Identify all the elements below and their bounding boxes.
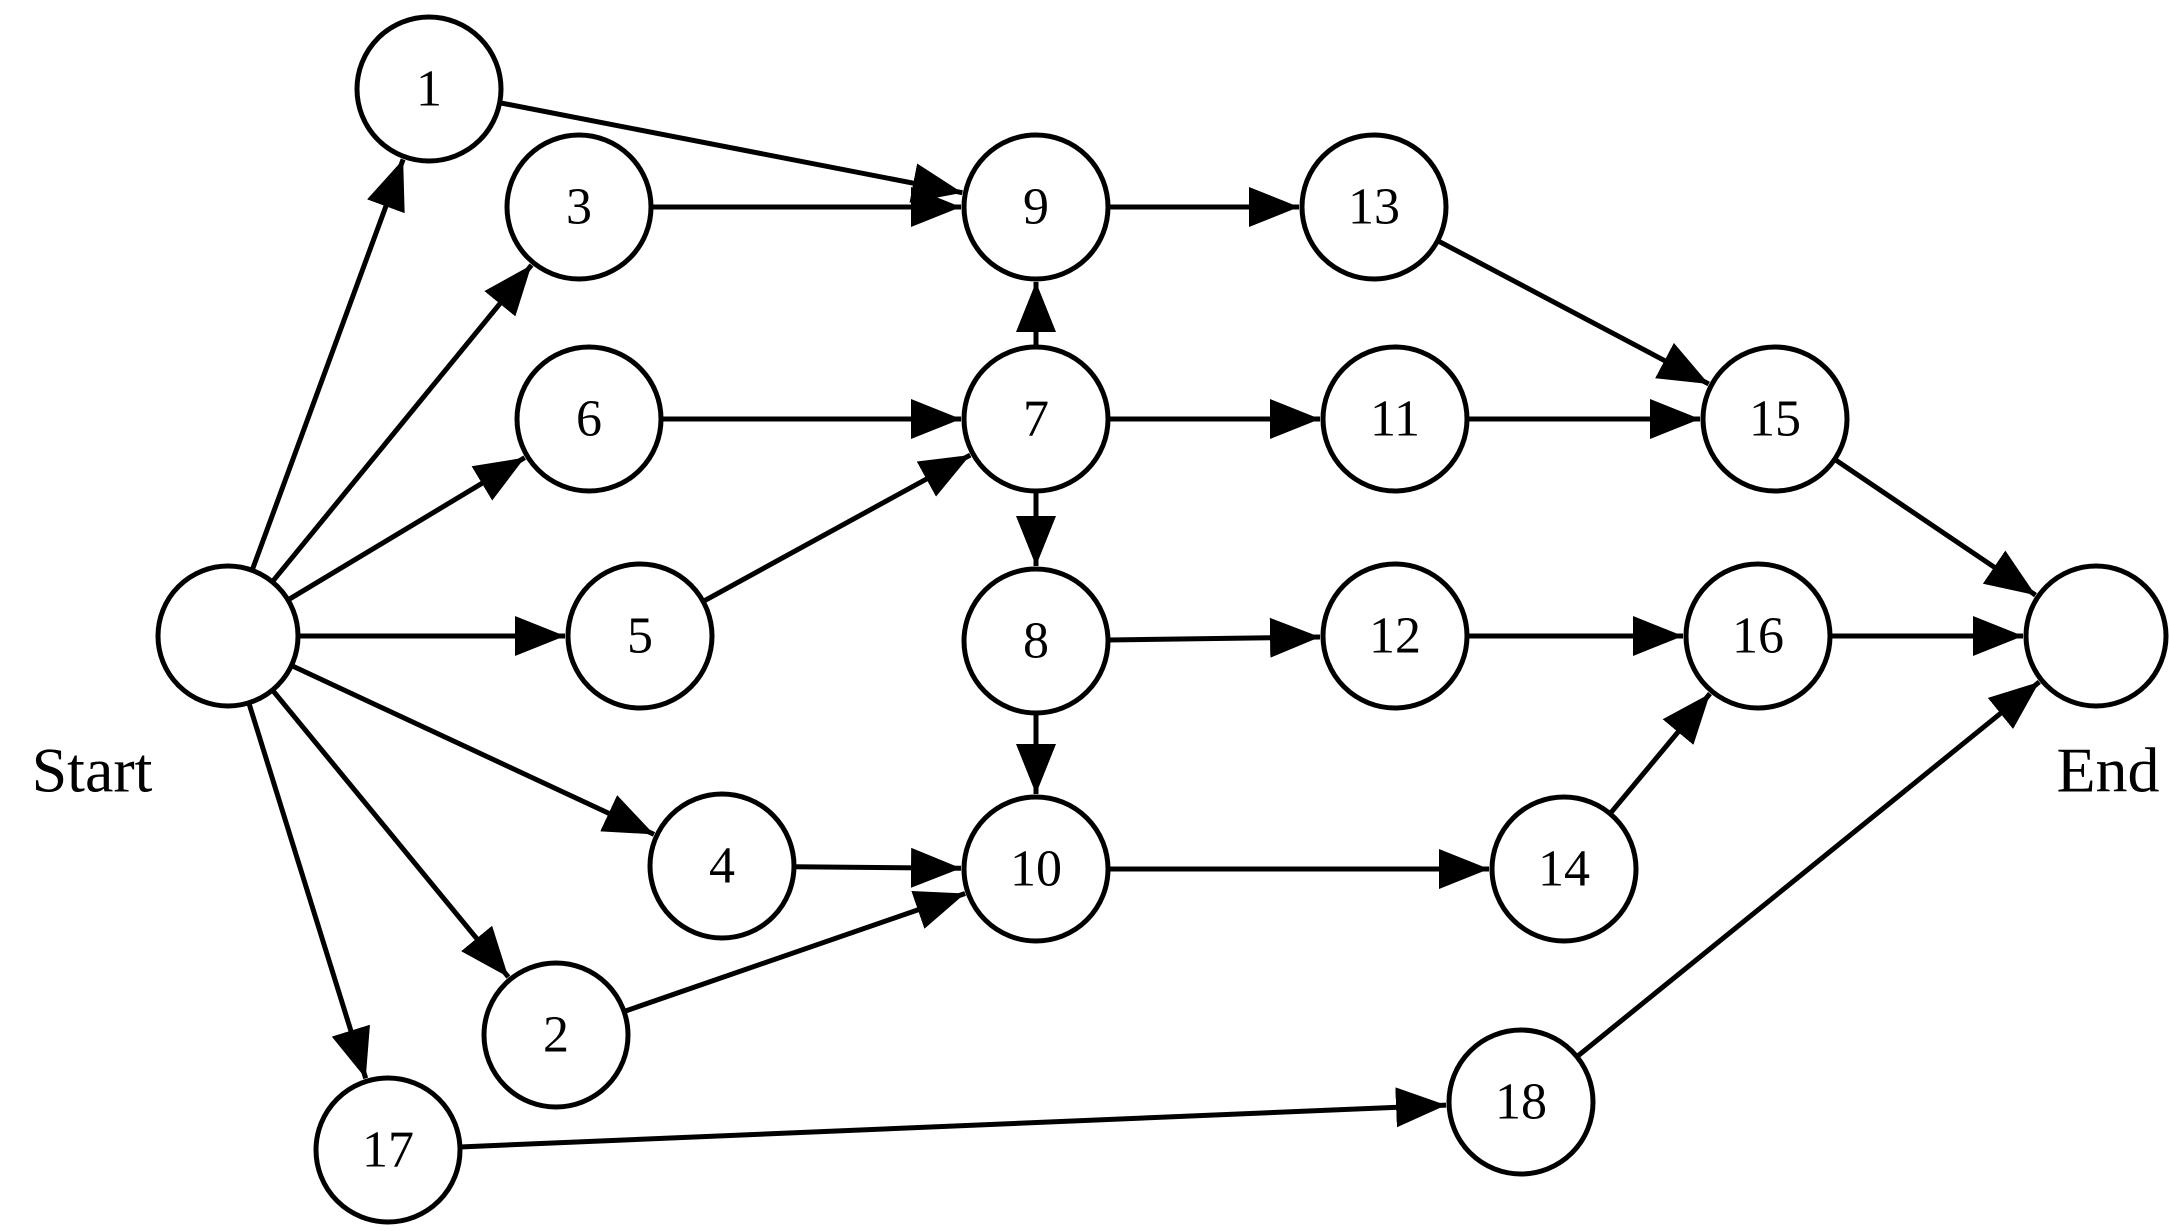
node-label-n17: 17 (362, 1122, 414, 1179)
node-n18: 18 (1446, 1027, 1596, 1177)
node-label-n16: 16 (1732, 608, 1784, 665)
node-circle-n10 (961, 794, 1111, 944)
start-caption: Start (32, 735, 153, 806)
node-n7: 7 (961, 344, 1111, 494)
node-label-n11: 11 (1370, 391, 1420, 448)
node-n5: 5 (565, 561, 715, 711)
edge-arrow-n4-to-n10 (793, 847, 962, 888)
edge-arrow-n18-to-end (1575, 680, 2041, 1059)
node-n2: 2 (481, 960, 631, 1110)
node-circle-n6 (514, 344, 664, 494)
node-n10: 10 (961, 794, 1111, 944)
edge-arrow-n17-to-n18 (459, 1087, 1447, 1150)
edge-arrow-start-to-n17 (246, 702, 370, 1080)
edges-layer (246, 100, 2041, 1150)
node-n3: 3 (504, 132, 654, 282)
node-label-n1: 1 (416, 61, 442, 118)
node-circle-n1 (354, 14, 504, 164)
node-n13: 13 (1299, 132, 1449, 282)
node-n14: 14 (1489, 794, 1639, 944)
node-label-n6: 6 (576, 391, 602, 448)
node-n8: 8 (961, 566, 1111, 716)
node-n1: 1 (354, 14, 504, 164)
edge-arrow-n13-to-n15 (1436, 238, 1710, 387)
node-label-n18: 18 (1495, 1074, 1547, 1131)
node-n17: 17 (313, 1075, 463, 1225)
node-label-n10: 10 (1010, 841, 1062, 898)
node-n12: 12 (1320, 561, 1470, 711)
node-label-n9: 9 (1023, 179, 1049, 236)
node-circle-n15 (1700, 344, 1850, 494)
edge-arrow-start-to-n4 (290, 663, 656, 837)
node-circle-n17 (313, 1075, 463, 1225)
node-circle-n13 (1299, 132, 1449, 282)
node-label-n14: 14 (1538, 841, 1590, 898)
node-n9: 9 (961, 132, 1111, 282)
node-circle-n4 (647, 791, 797, 941)
node-label-n8: 8 (1023, 613, 1049, 670)
node-n11: 11 (1320, 344, 1470, 494)
node-circle-n14 (1489, 794, 1639, 944)
node-circle-end (2023, 563, 2169, 709)
node-circle-n2 (481, 960, 631, 1110)
edge-arrow-n14-to-n16 (1608, 692, 1712, 816)
edge-arrow-n1-to-n9 (499, 100, 963, 203)
node-start: Start (32, 563, 301, 806)
node-n4: 4 (647, 791, 797, 941)
node-n15: 15 (1700, 344, 1850, 494)
node-circle-n9 (961, 132, 1111, 282)
node-n6: 6 (514, 344, 664, 494)
node-circle-n7 (961, 344, 1111, 494)
node-label-n13: 13 (1348, 179, 1400, 236)
node-label-n5: 5 (627, 608, 653, 665)
node-circle-n3 (504, 132, 654, 282)
node-label-n4: 4 (709, 838, 735, 895)
node-circle-n18 (1446, 1027, 1596, 1177)
edge-arrow-start-to-n1 (249, 158, 406, 572)
node-label-n15: 15 (1749, 391, 1801, 448)
node-label-n12: 12 (1369, 608, 1421, 665)
end-caption: End (2056, 735, 2159, 806)
node-n16: 16 (1683, 561, 1833, 711)
node-end: End (2023, 563, 2169, 806)
node-circle-n16 (1683, 561, 1833, 711)
node-circle-n5 (565, 561, 715, 711)
edge-arrow-n5-to-n7 (701, 452, 972, 604)
edge-arrow-n2-to-n10 (623, 890, 966, 1014)
edge-arrow-n15-to-end (1833, 457, 2037, 598)
node-circle-n11 (1320, 344, 1470, 494)
node-circle-n8 (961, 566, 1111, 716)
edge-arrow-start-to-n6 (286, 455, 527, 603)
edge-arrow-n8-to-n12 (1107, 617, 1321, 658)
node-circle-n12 (1320, 561, 1470, 711)
node-label-n3: 3 (566, 179, 592, 236)
node-label-n2: 2 (543, 1007, 569, 1064)
node-circle-start (155, 563, 301, 709)
edge-arrow-start-to-n3 (270, 263, 534, 584)
edge-arrow-start-to-n2 (270, 688, 511, 979)
node-label-n7: 7 (1023, 391, 1049, 448)
